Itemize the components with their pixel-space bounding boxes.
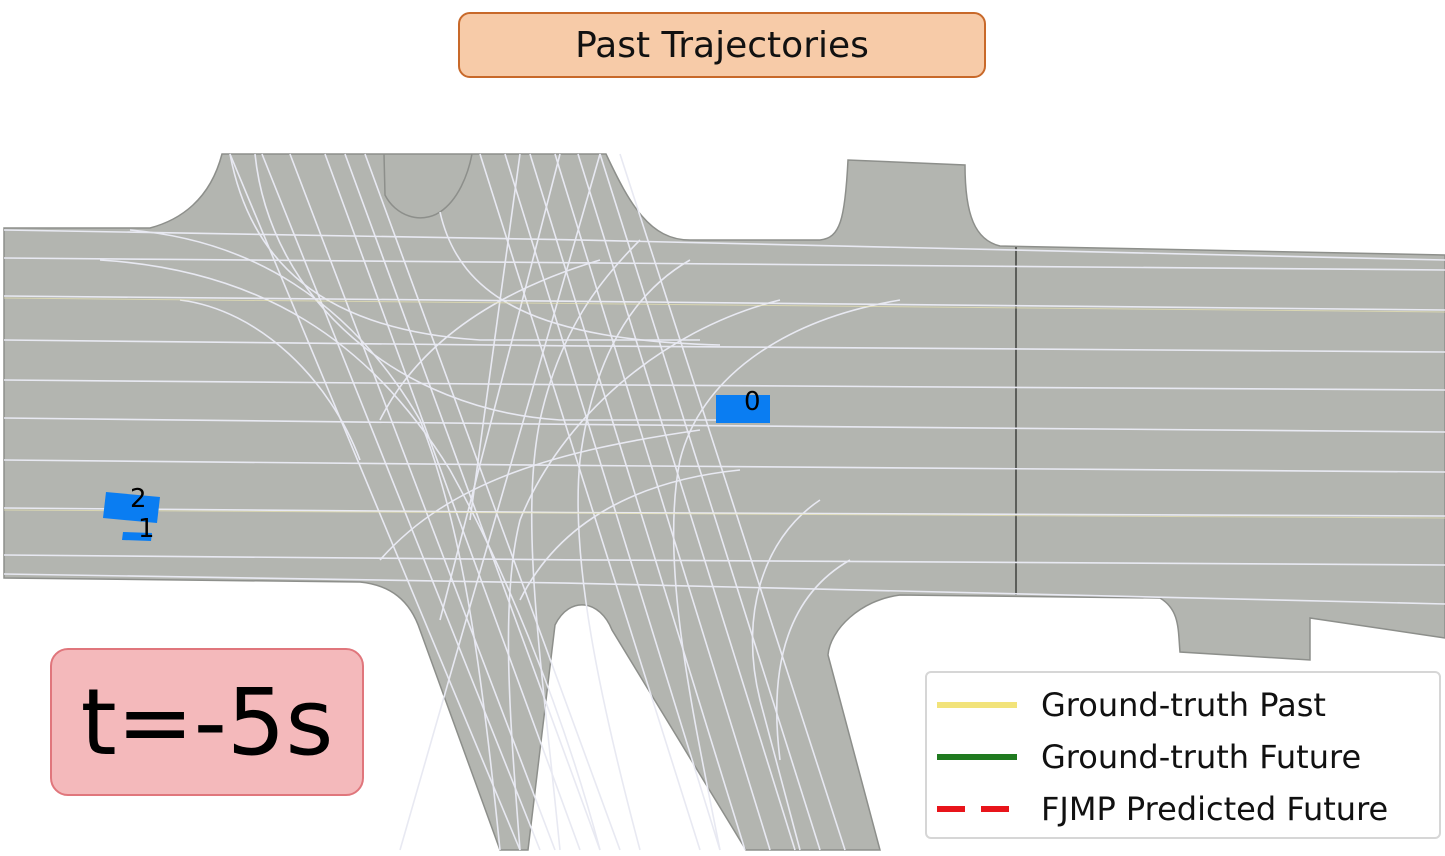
time-indicator: t=-5s	[50, 648, 364, 796]
agent-1-label: 1	[138, 514, 155, 544]
time-text: t=-5s	[80, 668, 334, 776]
legend-label: FJMP Predicted Future	[1041, 790, 1389, 828]
legend: Ground-truth Past Ground-truth Future FJ…	[925, 671, 1441, 839]
predicted-dashed-swatch	[937, 806, 1017, 812]
future-line-swatch	[937, 754, 1017, 760]
legend-item-future: Ground-truth Future	[937, 731, 1439, 783]
past-line-swatch	[937, 702, 1017, 708]
agent-0-label: 0	[744, 387, 761, 417]
legend-item-past: Ground-truth Past	[937, 679, 1439, 731]
title-banner: Past Trajectories	[458, 12, 986, 78]
legend-item-predicted: FJMP Predicted Future	[937, 783, 1439, 835]
legend-label: Ground-truth Past	[1041, 686, 1326, 724]
agent-1: 1	[122, 514, 155, 544]
agent-0: 0	[716, 387, 770, 423]
agent-2-label: 2	[130, 484, 147, 514]
lane-yellow-tint	[3, 297, 1445, 519]
title-text: Past Trajectories	[575, 24, 869, 66]
agent-2: 2	[103, 484, 160, 523]
lane-centerlines	[3, 153, 1445, 851]
legend-label: Ground-truth Future	[1041, 738, 1362, 776]
road-surface	[3, 153, 1445, 851]
